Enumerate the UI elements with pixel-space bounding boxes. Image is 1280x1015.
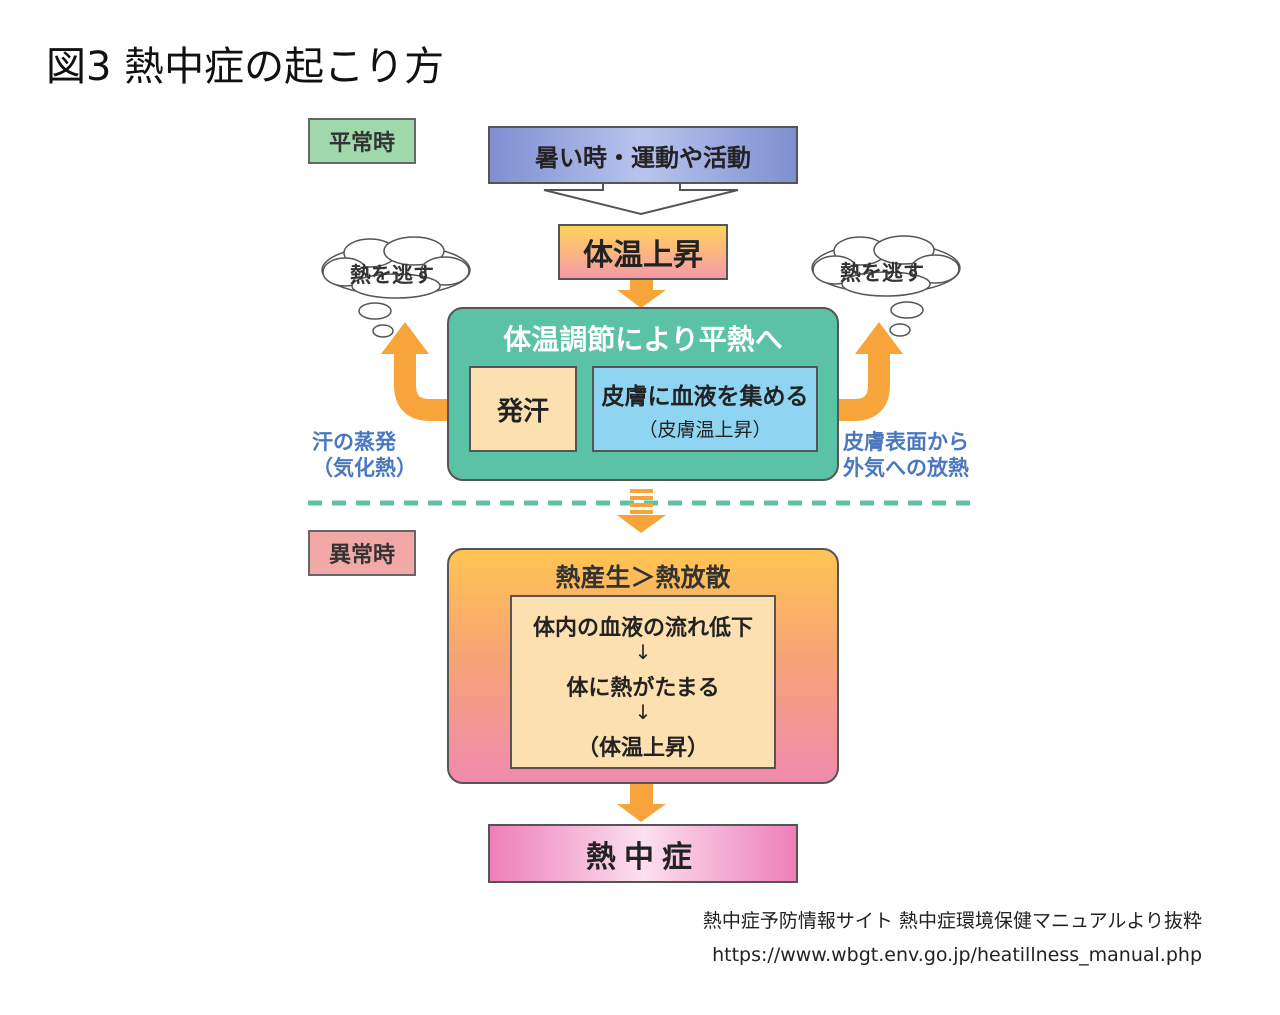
buildup-line-blood-flow: 体内の血液の流れ低下 xyxy=(532,616,753,641)
down-arrow-orange-2 xyxy=(617,782,666,822)
evaporation-label: 汗の蒸発 （気化熱） xyxy=(312,429,417,481)
source-credit: 熱中症予防情報サイト 熱中症環境保健マニュアルより抜粋 xyxy=(702,910,1202,932)
buildup-arrow-2: ↓ xyxy=(634,700,652,724)
right-curve-arrow xyxy=(815,352,890,421)
left-curve-arrowhead xyxy=(381,322,429,354)
buildup-line-heat-accumulates: 体に熱がたまる xyxy=(566,676,720,701)
evaporation-label-line1: 汗の蒸発 xyxy=(312,430,396,454)
heat-buildup-box xyxy=(510,595,776,769)
thermoregulation-title: 体温調節により平熱へ xyxy=(503,323,783,356)
buildup-line-temp-rise: （体温上昇） xyxy=(576,736,709,761)
right-curve-arrowhead xyxy=(855,322,903,354)
skin-blood-box: 皮膚に血液を集める （皮膚温上昇） xyxy=(592,366,818,452)
radiation-label-line2: 外気への放熱 xyxy=(843,456,969,480)
normal-state-tag: 平常時 xyxy=(308,118,416,164)
skin-blood-sub: （皮膚温上昇） xyxy=(638,418,772,441)
heat-imbalance-title: 熱産生＞熱放散 xyxy=(555,563,731,592)
sweating-box: 発汗 xyxy=(469,366,577,452)
down-arrow-divider xyxy=(617,489,666,533)
down-arrow-orange-1 xyxy=(617,278,666,308)
figure-title: 図3 熱中症の起こり方 xyxy=(46,44,445,90)
abnormal-state-tag: 異常時 xyxy=(308,530,416,576)
left-cloud-label: 熱を逃す xyxy=(350,263,434,287)
right-cloud xyxy=(811,235,961,337)
heatstroke-box: 熱中症 xyxy=(488,824,798,883)
radiation-label-line1: 皮膚表面から xyxy=(843,430,969,454)
left-curve-arrow xyxy=(394,352,469,421)
buildup-arrow-1: ↓ xyxy=(634,640,652,664)
hot-activity-box: 暑い時・運動や活動 xyxy=(488,126,798,184)
radiation-label: 皮膚表面から 外気への放熱 xyxy=(843,429,969,481)
body-temp-rise-box: 体温上昇 xyxy=(558,224,728,280)
evaporation-label-line2: （気化熱） xyxy=(312,456,417,480)
skin-blood-main: 皮膚に血液を集める xyxy=(601,383,809,410)
left-cloud xyxy=(321,236,471,338)
down-arrow-hollow xyxy=(543,179,739,216)
right-cloud-label: 熱を逃す xyxy=(840,261,924,285)
source-url: https://www.wbgt.env.go.jp/heatillness_m… xyxy=(712,944,1202,966)
